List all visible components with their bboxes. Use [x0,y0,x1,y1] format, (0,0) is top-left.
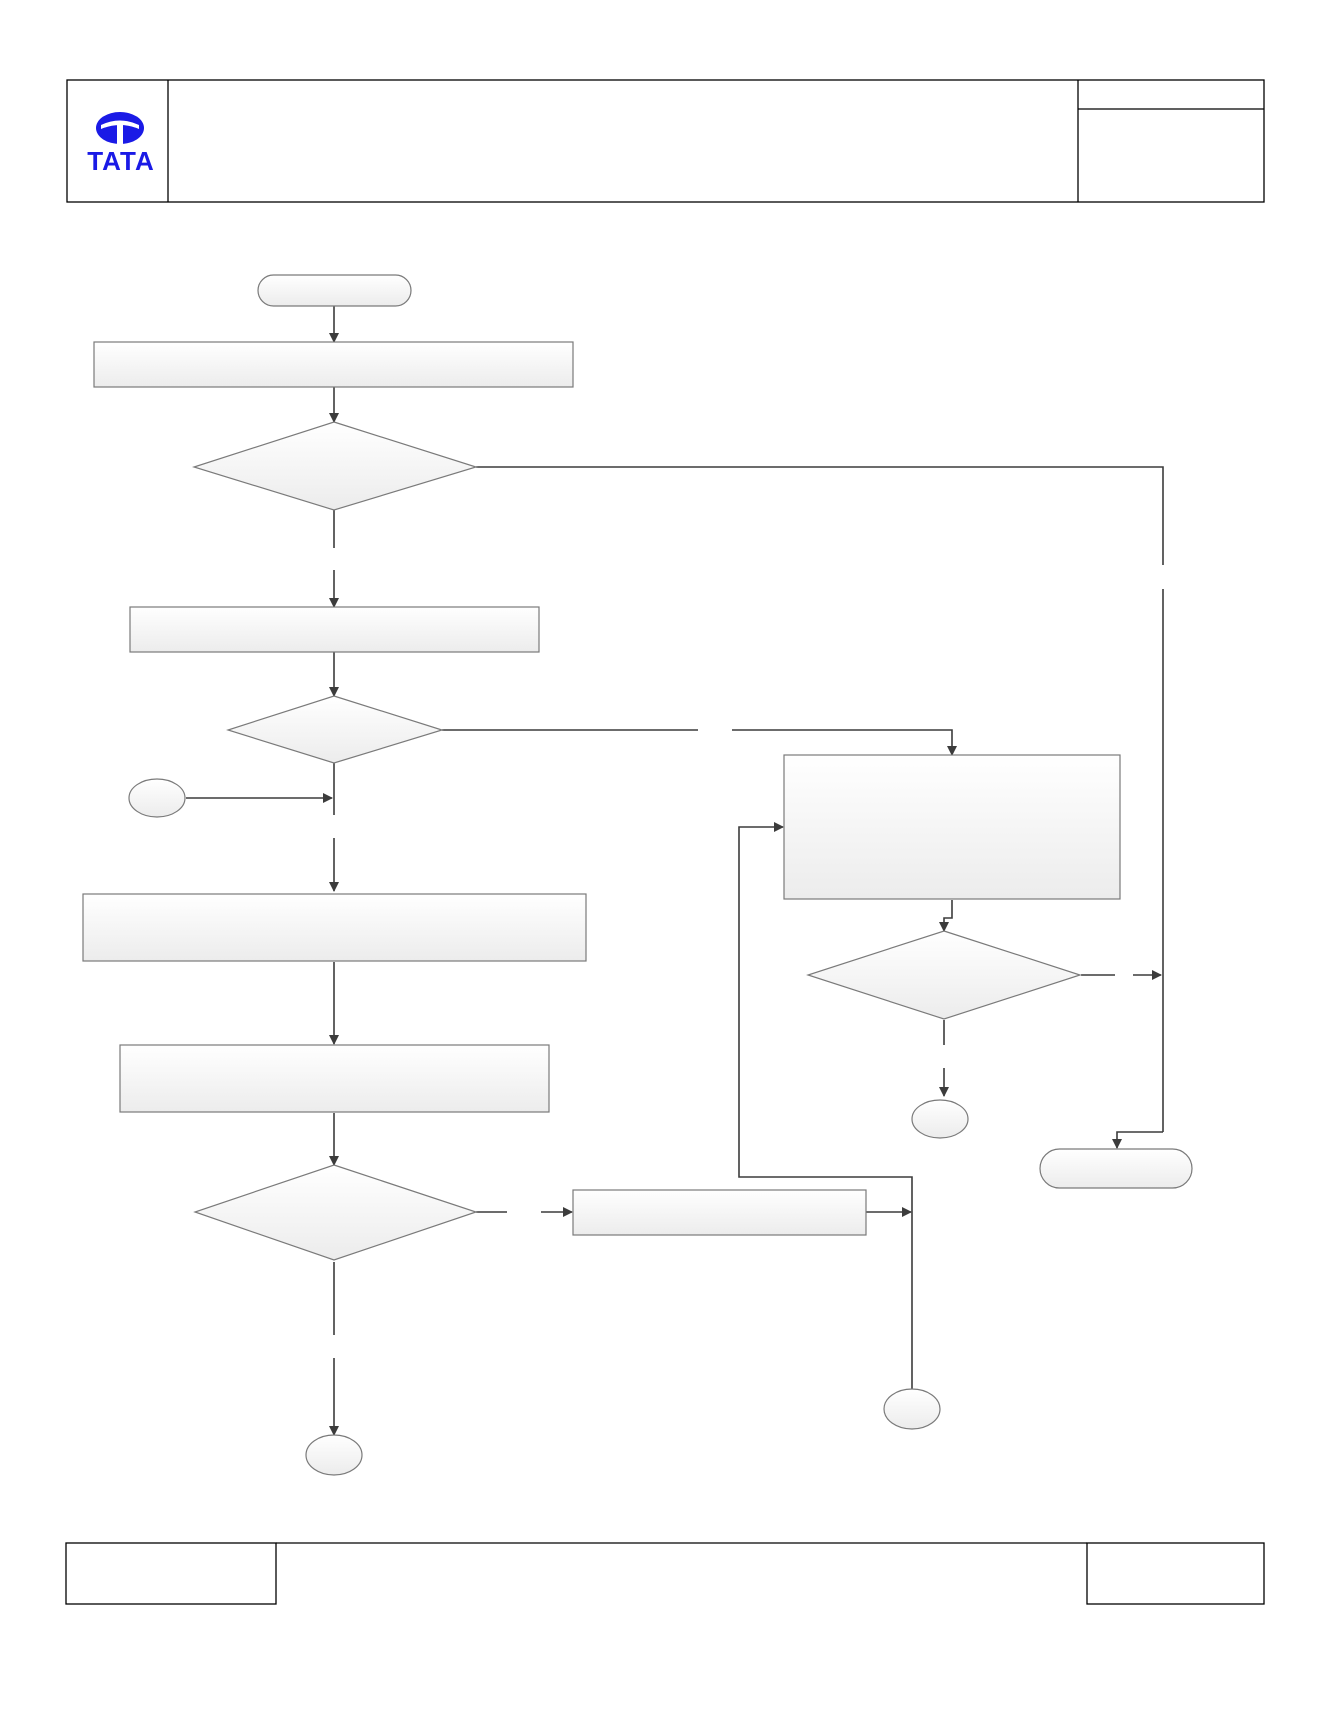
side-step-1 [783,754,1121,900]
decision-1 [191,421,479,511]
nodes [82,274,1193,1476]
edge-decision1-to-end [1112,1131,1163,1149]
decision-4 [806,930,1082,1020]
tata-logo: TATA [87,112,155,176]
decision-3 [193,1164,478,1261]
side-step-2 [572,1189,867,1236]
connector-c [305,1434,363,1476]
end-terminator [1039,1148,1193,1189]
edge-sidestep1-decision4 [939,900,953,932]
decision-2 [226,695,445,764]
start-terminator [257,274,412,307]
connector-a [911,1099,969,1139]
connectors [186,306,1164,1436]
tata-emblem-icon [96,112,144,144]
process-step-4 [119,1044,550,1113]
connector-b [883,1388,941,1430]
edge-decision1-right-a [476,466,1164,565]
header-frame [66,79,1265,203]
edge-decision2-right-b [732,729,957,756]
connector-in [128,778,186,818]
process-step-2 [129,606,540,653]
tata-logo-text: TATA [87,146,155,176]
process-step-3 [82,893,587,962]
edge-loop-back [738,822,913,1389]
footer-frame [65,1542,1265,1605]
process-step-1 [93,341,574,388]
